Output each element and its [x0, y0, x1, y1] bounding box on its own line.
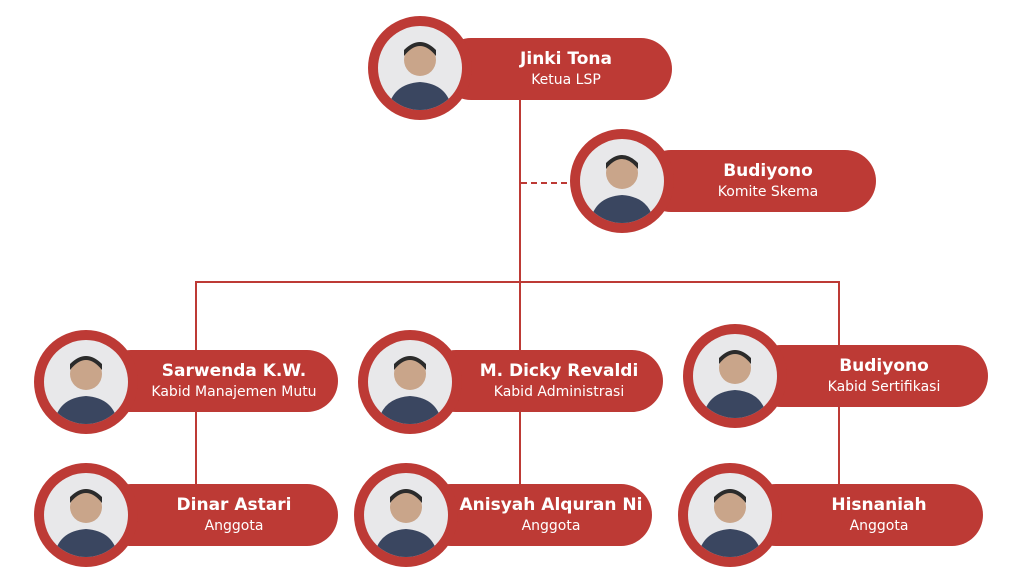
node-label: Dinar Astari Anggota — [100, 484, 338, 546]
connector-line — [519, 412, 521, 485]
person-role: Anggota — [204, 518, 264, 534]
person-role: Anggota — [849, 518, 909, 534]
person-photo-icon — [378, 26, 462, 110]
node-label: Sarwenda K.W. Kabid Manajemen Mutu — [100, 350, 338, 412]
person-name: Dinar Astari — [176, 495, 292, 515]
avatar — [354, 463, 458, 567]
avatar — [678, 463, 782, 567]
person-name: Budiyono — [839, 356, 929, 376]
person-name: Sarwenda K.W. — [161, 361, 307, 381]
connector-line — [838, 406, 840, 485]
connector-line — [195, 281, 197, 351]
person-photo-icon — [364, 473, 448, 557]
person-role: Anggota — [521, 518, 581, 534]
node-label: Anisyah Alquran Ni Anggota — [420, 484, 652, 546]
person-photo-icon — [44, 340, 128, 424]
avatar — [683, 324, 787, 428]
person-role: Kabid Administrasi — [493, 384, 625, 400]
avatar — [358, 330, 462, 434]
avatar — [34, 330, 138, 434]
person-name: M. Dicky Revaldi — [479, 361, 639, 381]
person-role: Ketua LSP — [531, 72, 601, 88]
person-role: Komite Skema — [717, 184, 819, 200]
avatar — [34, 463, 138, 567]
person-name: Budiyono — [723, 161, 813, 181]
dashed-connector-komite — [521, 182, 577, 184]
node-label: Budiyono Komite Skema — [640, 150, 876, 212]
person-name: Hisnaniah — [831, 495, 927, 515]
avatar — [368, 16, 472, 120]
person-role: Kabid Manajemen Mutu — [151, 384, 317, 400]
avatar — [570, 129, 674, 233]
person-role: Kabid Sertifikasi — [827, 379, 941, 395]
node-label: Jinki Tona Ketua LSP — [440, 38, 672, 100]
connector-line — [195, 412, 197, 485]
person-photo-icon — [580, 139, 664, 223]
person-name: Anisyah Alquran Ni — [459, 495, 643, 515]
connector-line — [195, 281, 840, 283]
connector-line — [519, 281, 521, 351]
node-label: Hisnaniah Anggota — [745, 484, 983, 546]
person-photo-icon — [44, 473, 128, 557]
connector-line — [519, 100, 521, 283]
node-label: M. Dicky Revaldi Kabid Administrasi — [425, 350, 663, 412]
node-label: Budiyono Kabid Sertifikasi — [750, 345, 988, 407]
person-photo-icon — [693, 334, 777, 418]
connector-line — [838, 281, 840, 346]
person-photo-icon — [368, 340, 452, 424]
person-photo-icon — [688, 473, 772, 557]
person-name: Jinki Tona — [520, 49, 612, 69]
